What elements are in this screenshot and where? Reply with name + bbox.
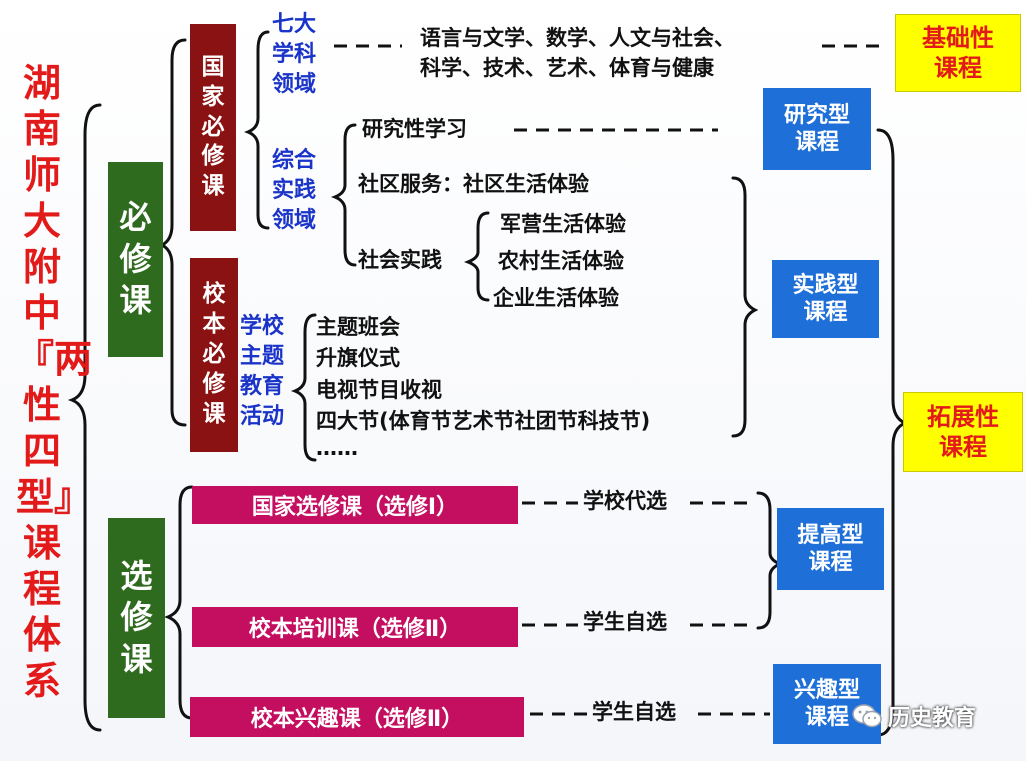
seven-domains-line1: 语言与文学、数学、人文与社会、 [420, 26, 735, 50]
brace-compulsory [158, 38, 187, 427]
social-practice-label: 社会实践 [358, 248, 442, 272]
brace-main [67, 103, 102, 732]
seven-domains-line2: 科学、技术、艺术、体育与健康 [420, 56, 714, 80]
brace-social [463, 211, 490, 302]
theme-item: 电视节目收视 [316, 378, 442, 402]
elective-training-box: 校本培训课（选修Ⅱ） [192, 607, 518, 647]
brace-theme [290, 313, 317, 462]
elective-selector-text: 学生自选 [583, 610, 667, 634]
page-title: 湖南师大附中『两性四型』课程体系 [16, 61, 93, 703]
seven-domains-label: 七大 学科 领域 [272, 12, 317, 97]
compulsory-course-box: 必 修 课 [108, 162, 163, 357]
national-required-box: 国 家 必 修 课 [190, 24, 236, 231]
elective-interest-box: 校本兴趣课（选修Ⅱ） [190, 697, 524, 737]
elective-selector-text: 学校代选 [583, 489, 667, 513]
theme-item: 四大节(体育节艺术节社团节科技节) [316, 409, 651, 433]
brace-elective [164, 485, 194, 720]
watermark-text: 历史教育 [888, 706, 977, 731]
social-practice-item: 农村生活体验 [498, 249, 624, 273]
theme-item: 主题班会 [316, 315, 400, 339]
brace-expand [876, 128, 909, 737]
brace-national [243, 30, 270, 230]
elective-selector-text: 学生自选 [592, 700, 676, 724]
social-practice-item: 企业生活体验 [493, 286, 619, 310]
elective-national-box: 国家选修课（选修Ⅰ） [192, 486, 518, 524]
social-practice-item: 军营生活体验 [500, 212, 626, 236]
research-type-box: 研究型 课程 [763, 88, 871, 170]
improve-type-box: 提高型 课程 [777, 508, 884, 590]
watermark: 历史教育 [852, 700, 976, 732]
interest-type-box: 兴趣型 课程 [773, 664, 881, 744]
integrated-practice-label: 综合 实践 领域 [272, 148, 317, 233]
brace-practice [731, 176, 759, 438]
elective-course-box: 选 修 课 [108, 518, 165, 718]
community-service-text: 社区服务：社区生活体验 [358, 172, 589, 196]
theme-education-label: 学校 主题 教育 活动 [240, 314, 285, 429]
theme-item: …… [316, 436, 358, 460]
theme-item: 升旗仪式 [316, 346, 400, 370]
wechat-icon [852, 703, 882, 729]
research-study-text: 研究性学习 [362, 117, 467, 141]
school-required-box: 校 本 必 修 课 [190, 258, 238, 452]
expand-nature-box: 拓展性 课程 [903, 392, 1023, 472]
brace-integrated [330, 123, 357, 267]
basic-nature-box: 基础性 课程 [895, 14, 1021, 92]
practice-type-box: 实践型 课程 [772, 260, 879, 338]
